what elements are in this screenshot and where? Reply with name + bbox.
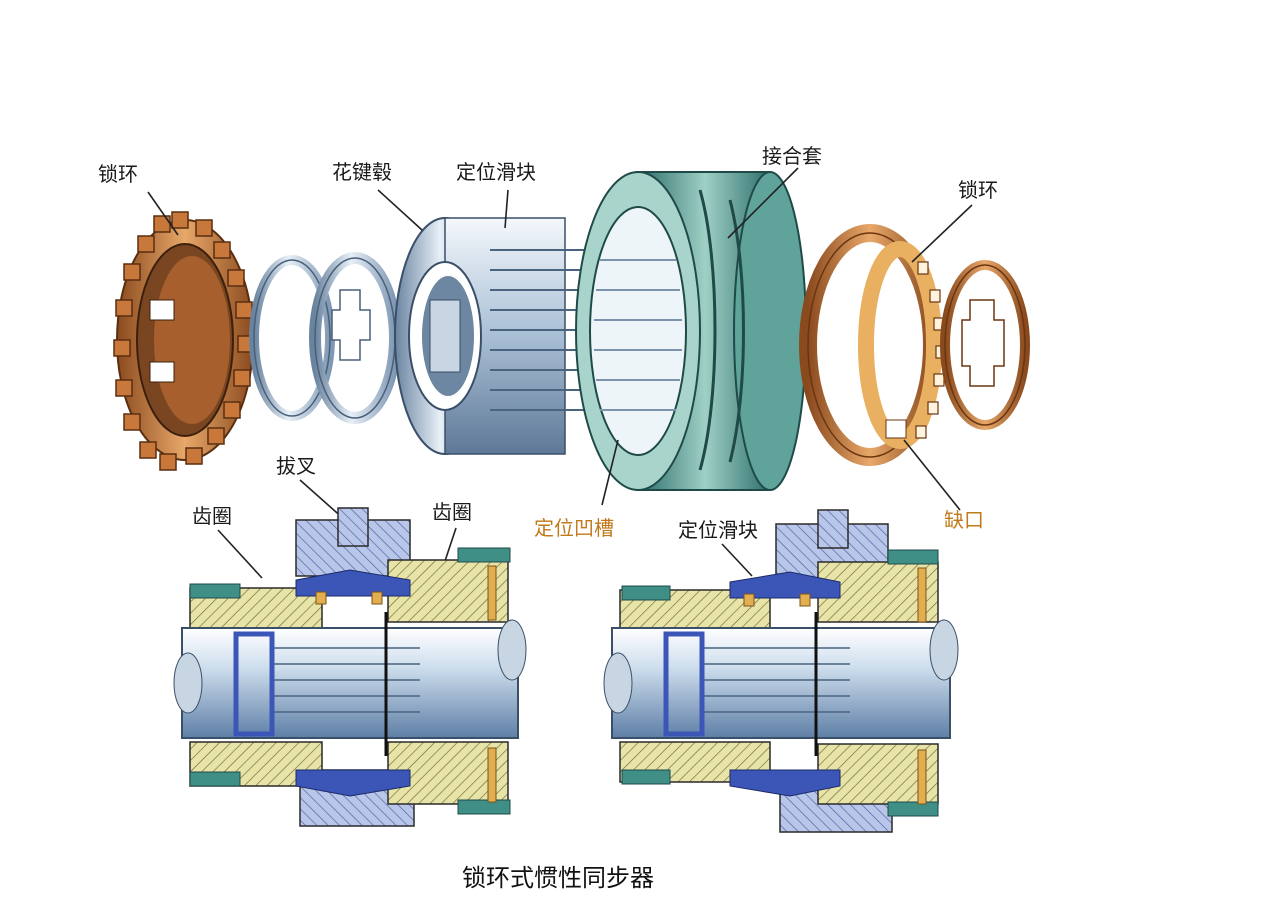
label-gear-ring-right: 齿圈: [432, 500, 472, 524]
label-slider-top: 定位滑块: [456, 160, 536, 184]
leader-lines-top: [147, 167, 973, 579]
label-lock-ring-right: 锁环: [958, 178, 998, 202]
label-notch: 缺口: [944, 508, 984, 532]
label-spline-hub: 花键毂: [332, 160, 392, 184]
label-gear-ring-left: 齿圈: [192, 504, 232, 528]
label-lock-ring-left: 锁环: [98, 162, 138, 186]
figure-caption: 锁环式惯性同步器: [462, 864, 654, 892]
left-lock-ring: [113, 211, 255, 471]
label-groove: 定位凹槽: [534, 516, 614, 540]
right-lock-ring: [799, 224, 947, 466]
thin-ring-1: [249, 255, 335, 421]
label-fork: 拔叉: [276, 454, 316, 478]
engagement-sleeve: [575, 171, 807, 491]
small-right-ring: [940, 260, 1030, 430]
cross-section-right: [603, 509, 959, 833]
cross-section-left: [173, 507, 527, 827]
label-sleeve: 接合套: [762, 144, 822, 168]
spline-hub: [394, 217, 590, 455]
label-slider-bottom: 定位滑块: [678, 518, 758, 542]
